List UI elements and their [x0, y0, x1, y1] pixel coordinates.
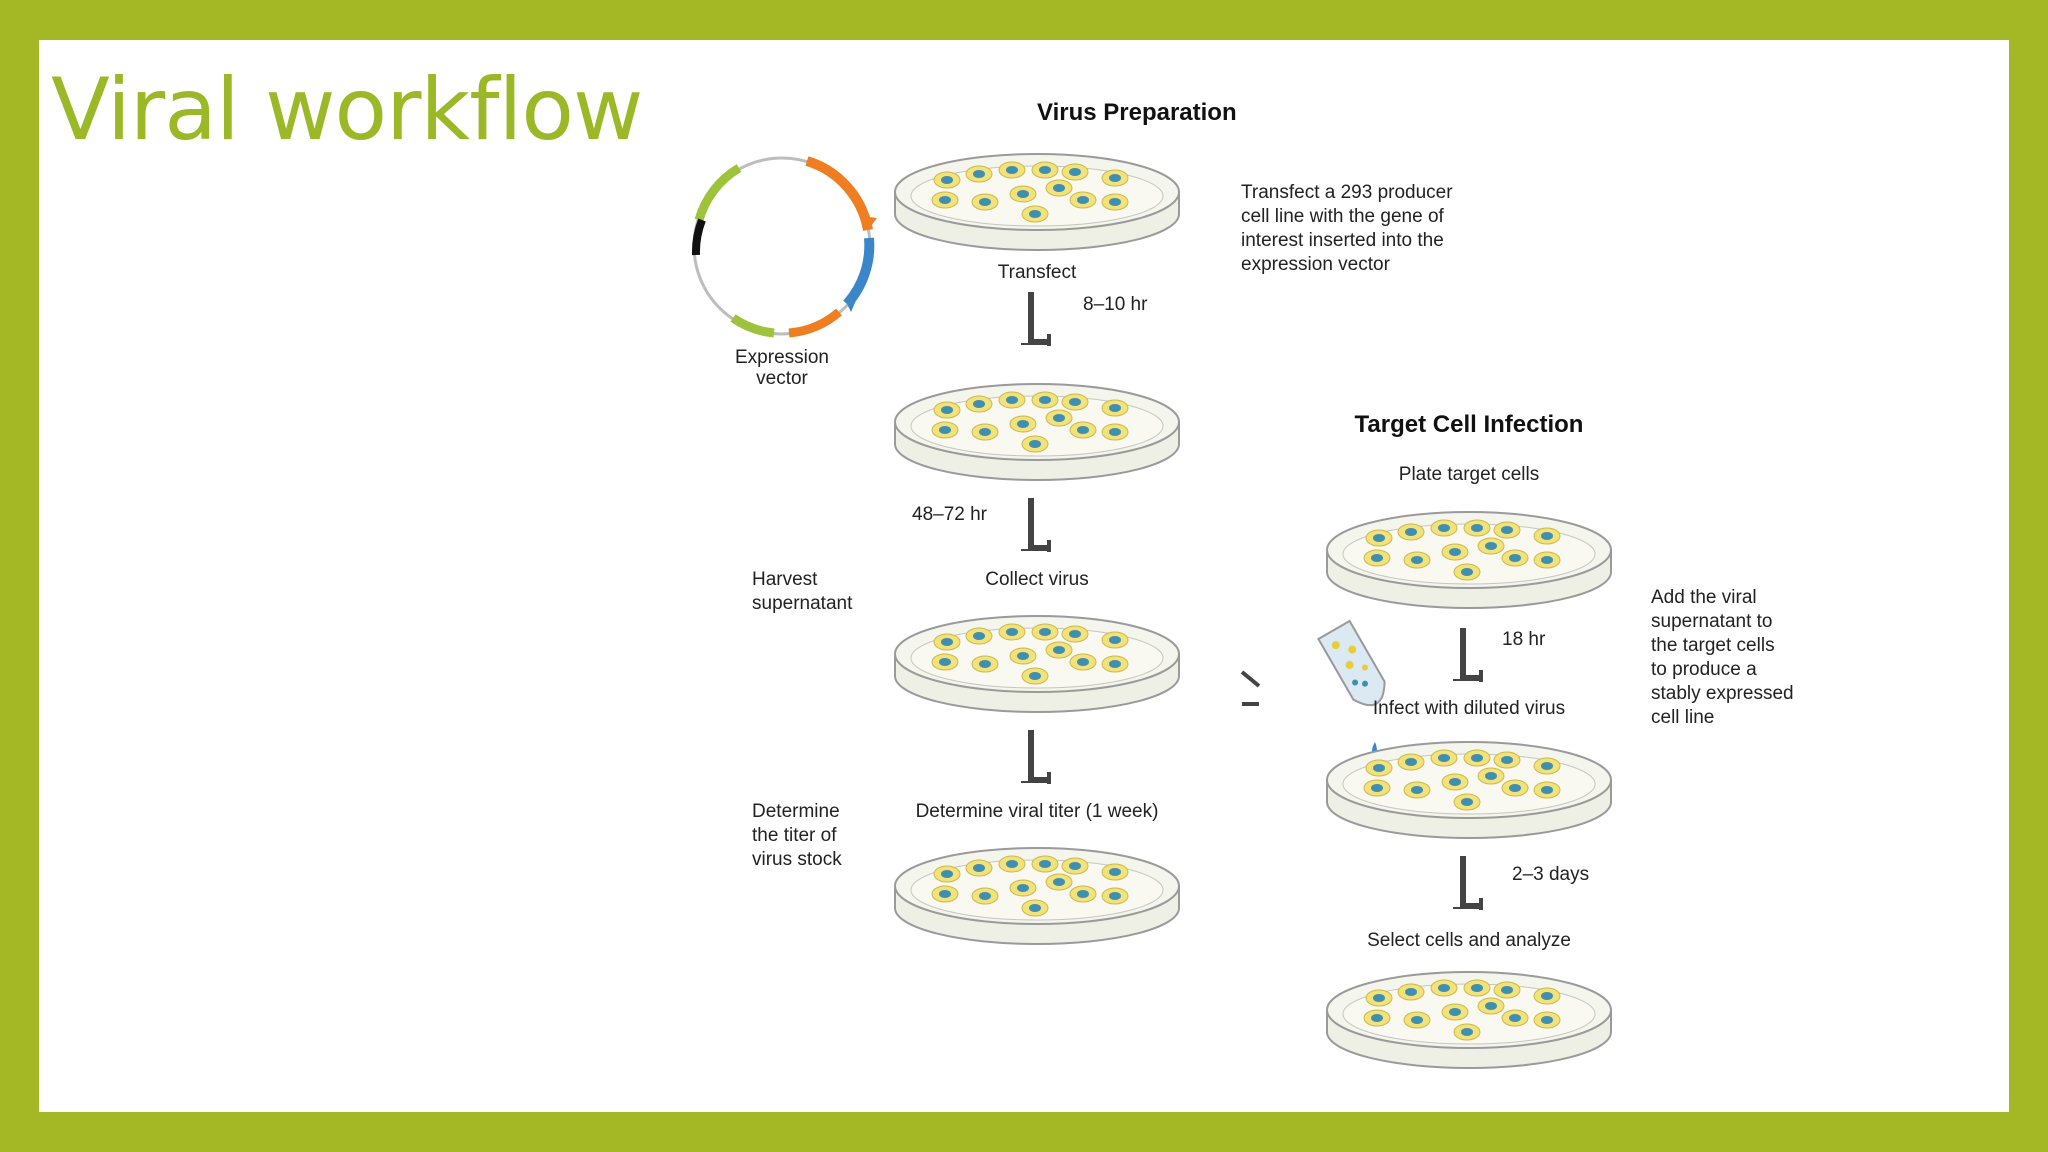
transfect-label: Transfect: [998, 262, 1077, 283]
plate-target-cells-label: Plate target cells: [1399, 464, 1539, 485]
virus-preparation-title: Virus Preparation: [1037, 99, 1237, 126]
infect-time-label: 18 hr: [1502, 629, 1546, 650]
expression-vector-label-2: vector: [756, 368, 808, 389]
transfect-description-line-1: Transfect a 293 producer: [1241, 182, 1453, 203]
target-cell-infection-title: Target Cell Infection: [1355, 411, 1584, 438]
select-cells-label: Select cells and analyze: [1367, 930, 1571, 951]
transfect-description-line-3: interest inserted into the: [1241, 230, 1444, 251]
infect-label: Infect with diluted virus: [1373, 698, 1565, 719]
expression-vector-label: Expression: [735, 347, 829, 368]
incubation-time-label: 48–72 hr: [912, 504, 988, 525]
harvest-label-line-1: Harvest: [752, 569, 818, 590]
culture-dish-titer: [895, 848, 1179, 944]
motion-line-icon: [1240, 670, 1261, 688]
arrow-down-icon: [1021, 730, 1051, 784]
culture-dish-transfect: [895, 154, 1179, 250]
determine-label-line-1: Determine: [752, 801, 840, 822]
add-description-line-4: to produce a: [1651, 659, 1757, 680]
arrow-down-icon: [1021, 292, 1051, 346]
harvest-label-line-2: supernatant: [752, 593, 853, 614]
slide-title: Viral workflow: [51, 60, 643, 160]
add-description-line-6: cell line: [1651, 707, 1714, 728]
add-description-line-1: Add the viral: [1651, 587, 1757, 608]
slide: Viral workflow: [39, 40, 2009, 1112]
determine-label-line-2: the titer of: [752, 825, 837, 846]
arrow-down-icon: [1021, 498, 1051, 552]
determine-label-line-3: virus stock: [752, 849, 842, 870]
expression-vector-plasmid-icon: [691, 156, 877, 338]
pipette-tube-icon: [1317, 619, 1386, 707]
arrow-down-icon: [1453, 856, 1483, 910]
determine-titer-label: Determine viral titer (1 week): [916, 801, 1159, 822]
transfect-time-label: 8–10 hr: [1083, 294, 1148, 315]
collect-virus-label: Collect virus: [985, 569, 1088, 590]
add-description-line-5: stably expressed: [1651, 683, 1794, 704]
transfect-description-line-2: cell line with the gene of: [1241, 206, 1445, 227]
culture-dish-selected: [1327, 972, 1611, 1068]
add-description-line-3: the target cells: [1651, 635, 1775, 656]
culture-dish-target: [1327, 512, 1611, 608]
culture-dish-infected: [1327, 742, 1611, 838]
select-time-label: 2–3 days: [1512, 864, 1589, 885]
add-description-line-2: supernatant to: [1651, 611, 1772, 632]
culture-dish-incubate: [895, 384, 1179, 480]
arrow-down-icon: [1453, 628, 1483, 682]
viral-workflow-diagram: Virus Preparation Target Cell Infection …: [691, 99, 1794, 1112]
transfect-description-line-4: expression vector: [1241, 254, 1391, 275]
culture-dish-collect: [895, 616, 1179, 712]
